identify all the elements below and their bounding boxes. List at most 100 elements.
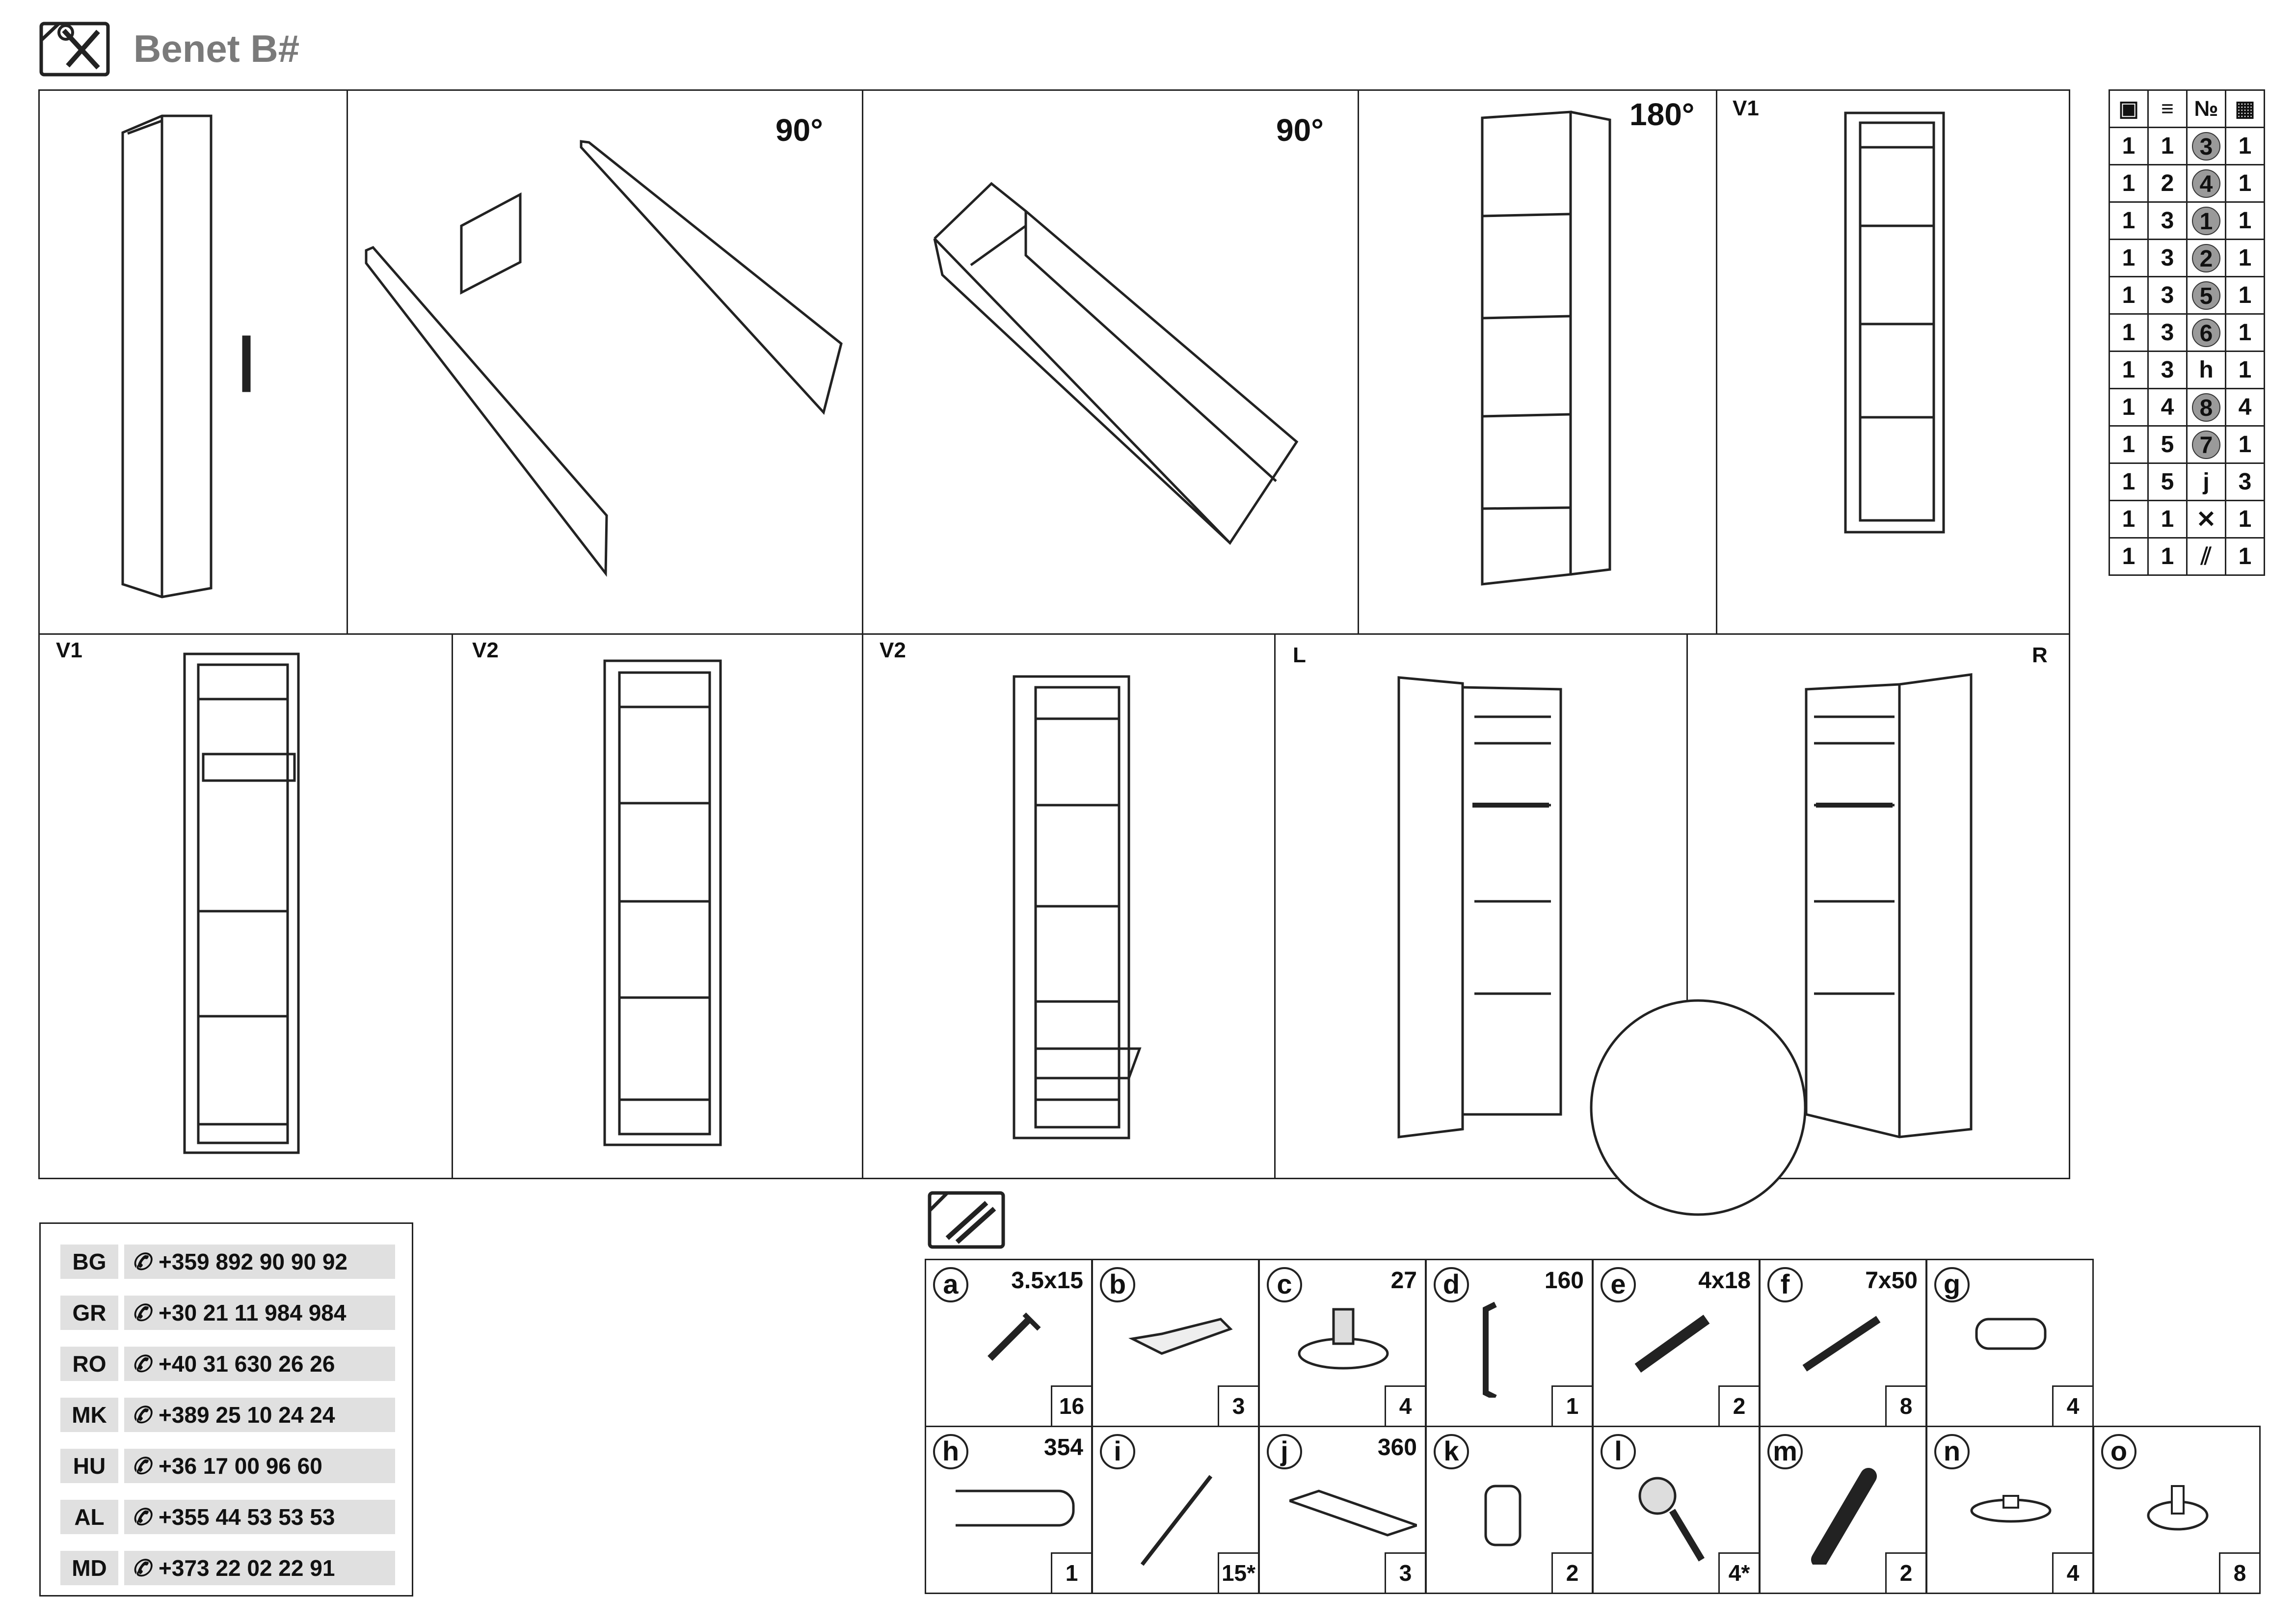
table-cell: 3 [2225, 462, 2265, 501]
row-divider [38, 633, 2070, 635]
table-cell: 1 [2225, 425, 2265, 464]
step-divider [1358, 89, 1359, 633]
carcass-step-3 [933, 182, 1299, 545]
profile-icon [1289, 1489, 1417, 1537]
carcass-v2-bottom-shelf [1013, 675, 1142, 1139]
table-cell: 3 [2147, 351, 2188, 389]
part-number-badge: 1 [2192, 206, 2220, 235]
page-title: Benet B# [133, 27, 300, 70]
item-letter: j [1267, 1434, 1302, 1469]
table-cell: 7 [2186, 425, 2226, 464]
nail-icon [1140, 1475, 1213, 1566]
rails-icon: ⫽ [2186, 537, 2226, 576]
country-code: HU [60, 1449, 118, 1483]
phone-number: ✆+30 21 11 984 984 [124, 1296, 395, 1330]
step-divider [1716, 89, 1717, 633]
table-cell: 3 [2147, 276, 2188, 315]
item-quantity: 2 [1718, 1385, 1759, 1426]
hinge-detail-circle [1590, 999, 1807, 1216]
step-divider [1686, 633, 1688, 1179]
item-quantity: 2 [1551, 1552, 1592, 1593]
table-cell: 1 [2147, 537, 2188, 576]
part-number-badge: 5 [2192, 281, 2220, 310]
item-quantity: 2 [1885, 1552, 1925, 1593]
part-number-badge: 7 [2192, 430, 2220, 459]
stack-icon: ≡ [2147, 89, 2188, 128]
table-cell: h [2186, 351, 2226, 389]
table-cell: 1 [2109, 276, 2149, 315]
part-number-badge: 4 [2192, 169, 2220, 198]
tools-icon: ✕ [2186, 500, 2226, 539]
rail-holder-icon [1975, 1318, 2047, 1350]
country-code: MK [60, 1398, 118, 1432]
rotate-180-label: 180° [1629, 97, 1695, 132]
table-cell: 1 [2109, 388, 2149, 427]
item-quantity: 8 [2219, 1552, 2259, 1593]
number-header: № [2186, 89, 2226, 128]
phone-icon: ✆ [132, 1453, 151, 1479]
carcass-back-step-4 [1481, 110, 1611, 586]
table-cell: 1 [2109, 313, 2149, 352]
item-quantity: 16 [1051, 1385, 1091, 1426]
table-cell: 1 [2109, 425, 2149, 464]
item-letter: o [2101, 1434, 2136, 1469]
phone-number: ✆+36 17 00 96 60 [124, 1449, 395, 1483]
item-letter: i [1100, 1434, 1135, 1469]
box-icon: ▣ [2109, 89, 2149, 128]
wardrobe-closed [121, 114, 251, 598]
table-cell: 1 [2225, 313, 2265, 352]
item-size: 360 [1377, 1435, 1417, 1461]
bracket-icon [1484, 1485, 1522, 1546]
step-divider [862, 89, 863, 1179]
screw-icon [988, 1312, 1041, 1361]
table-cell: 1 [2225, 201, 2265, 240]
phone-number-text: +30 21 11 984 984 [159, 1300, 347, 1326]
table-cell: 3 [2186, 127, 2226, 165]
item-quantity: 4 [1385, 1385, 1425, 1426]
rail-icon [956, 1489, 1075, 1527]
phone-number: ✆+359 892 90 90 92 [124, 1245, 395, 1279]
item-letter: a [933, 1267, 968, 1302]
phone-number: ✆+389 25 10 24 24 [124, 1398, 395, 1432]
table-cell: 2 [2147, 164, 2188, 203]
hardware-item-i: i 15* [1092, 1426, 1259, 1594]
item-quantity: 1 [1051, 1552, 1091, 1593]
item-size: 27 [1390, 1268, 1417, 1294]
table-cell: 5 [2147, 425, 2188, 464]
phone-number: ✆ +373 22 02 22 91 [124, 1551, 395, 1585]
table-cell: 1 [2186, 201, 2226, 240]
phone-number-text: +389 25 10 24 24 [159, 1402, 335, 1428]
phone-number-text: +40 31 630 26 26 [159, 1351, 335, 1377]
door-right-label: R [2032, 643, 2048, 667]
phone-number-text: +373 22 02 22 91 [159, 1555, 335, 1581]
rotate-90-label: 90° [775, 112, 823, 148]
table-cell: 5 [2147, 462, 2188, 501]
table-cell: 4 [2147, 388, 2188, 427]
phone-icon: ✆ [132, 1555, 151, 1581]
hinge-icon [1128, 1318, 1233, 1355]
phone-number: ✆+40 31 630 26 26 [124, 1347, 395, 1381]
door-left-label: L [1293, 643, 1306, 667]
table-cell: 1 [2225, 276, 2265, 315]
phone-number-text: +355 44 53 53 53 [159, 1504, 335, 1530]
variant-label: V2 [880, 638, 906, 662]
rotate-90-label: 90° [1276, 112, 1324, 148]
dowel-icon [1811, 1468, 1877, 1565]
table-cell: 3 [2147, 239, 2188, 277]
part-number-badge: 8 [2192, 393, 2220, 422]
item-size: 3.5x15 [1011, 1268, 1083, 1294]
item-quantity: 15* [1218, 1552, 1258, 1593]
item-letter: d [1434, 1267, 1469, 1302]
item-letter: m [1767, 1434, 1803, 1469]
item-size: 7x50 [1865, 1268, 1918, 1294]
